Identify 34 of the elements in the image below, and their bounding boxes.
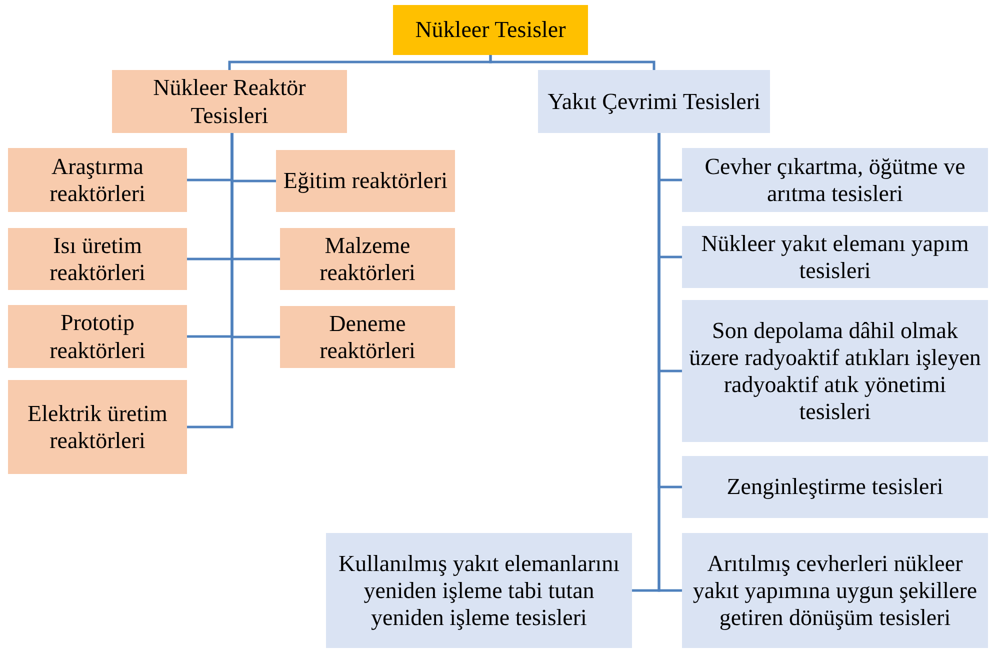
category-box [8, 228, 187, 290]
node-label: Elektrik üretim reaktörleri [26, 400, 168, 454]
node-label: Araştırma reaktörleri [48, 152, 146, 208]
node-label: Malzeme reaktörleri [318, 232, 416, 286]
node-label: Yakıt Çevrimi Tesisleri [548, 88, 760, 116]
category-box [682, 226, 988, 288]
category-box [326, 533, 632, 648]
node-label: Arıtılmış cevherleri nükleer yakıt yapımına uygun şekillere getiren dönüşüm tesisleri [692, 550, 978, 632]
node-label: Cevher çıkartma, öğütme ve arıtma tesisleri [704, 152, 966, 208]
connector-line [187, 133, 234, 428]
category-box [280, 228, 455, 290]
category-box [393, 5, 588, 55]
category-box [682, 300, 988, 442]
category-box [538, 70, 770, 133]
connector-line [489, 55, 656, 70]
node-label: Eğitim reaktörleri [283, 167, 448, 195]
node-label: Son depolama dâhil olmak üzere radyoaktif atıkları işleyen radyoaktif atık yönetimi tesisleri [688, 316, 982, 426]
node-label: Kullanılmış yakıt elemanlarını yeniden işleme tabi tutan yeniden işleme tesisleri [337, 550, 621, 632]
category-box [8, 380, 187, 474]
node-label: Nükleer Tesisler [415, 16, 566, 44]
category-box [682, 456, 988, 518]
category-box [8, 148, 187, 212]
node-label: Deneme reaktörleri [318, 310, 416, 364]
category-box [280, 306, 455, 368]
node-label: Nükleer yakıt elemanı yapım tesisleri [700, 230, 970, 284]
category-box [682, 148, 988, 212]
category-box [276, 150, 455, 212]
node-label: Zenginleştirme tesisleri [726, 473, 944, 501]
category-box [112, 70, 347, 133]
category-box [8, 305, 187, 368]
node-label: Isı üretim reaktörleri [48, 232, 146, 286]
node-label: Prototip reaktörleri [48, 309, 146, 364]
category-box [682, 533, 988, 648]
node-label: Nükleer Reaktör Tesisleri [152, 74, 307, 129]
